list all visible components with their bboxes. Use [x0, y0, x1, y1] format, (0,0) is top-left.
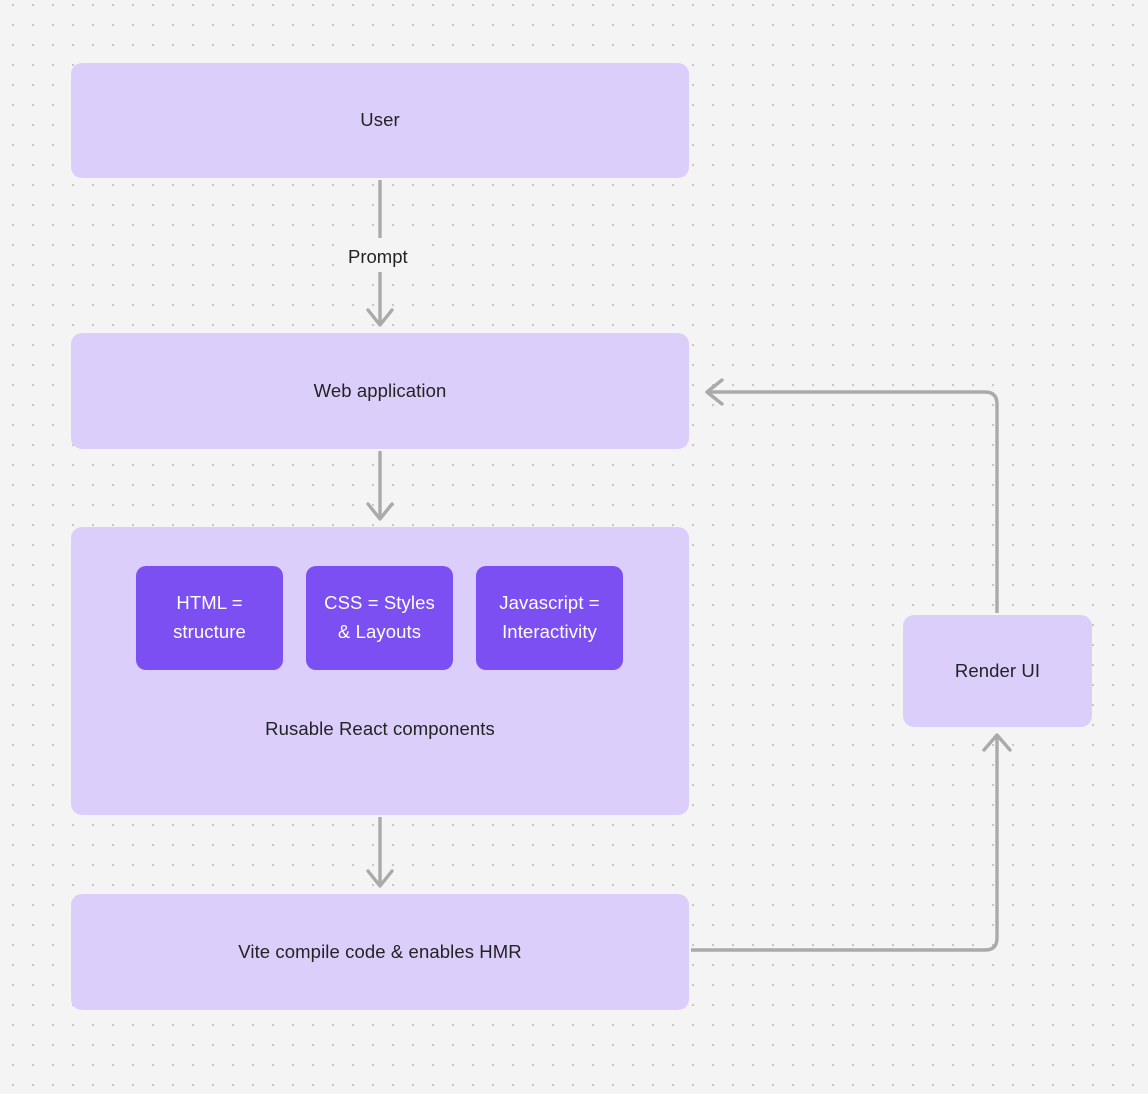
- edge-render-to-webapp: [705, 378, 999, 613]
- node-web-application-label: Web application: [313, 379, 447, 401]
- node-user[interactable]: User: [71, 63, 689, 178]
- chip-css-line1: CSS = Styles: [324, 592, 435, 614]
- chip-javascript-text: Javascript = Interactivity: [499, 589, 599, 646]
- chip-javascript-line2: Interactivity: [502, 621, 597, 642]
- chip-html-line1: HTML =: [176, 592, 243, 614]
- edge-webapp-to-components: [366, 451, 394, 521]
- chip-html-line2: structure: [173, 621, 246, 642]
- edge-vite-to-render: [691, 733, 1012, 952]
- chip-html[interactable]: HTML = structure: [136, 566, 283, 670]
- chip-javascript-line1: Javascript =: [499, 592, 600, 614]
- chip-row: HTML = structure CSS = Styles & Layouts …: [136, 566, 624, 670]
- node-web-application[interactable]: Web application: [71, 333, 689, 449]
- edge-label-prompt: Prompt: [341, 244, 415, 270]
- chip-css-line2: & Layouts: [337, 621, 422, 642]
- edge-components-to-vite: [366, 817, 394, 888]
- chip-css[interactable]: CSS = Styles & Layouts: [306, 566, 453, 670]
- node-render-ui[interactable]: Render UI: [903, 615, 1092, 727]
- chip-css-text: CSS = Styles & Layouts: [324, 589, 435, 646]
- chip-html-text: HTML = structure: [173, 589, 246, 646]
- chip-javascript[interactable]: Javascript = Interactivity: [476, 566, 623, 670]
- node-vite[interactable]: Vite compile code & enables HMR: [71, 894, 689, 1010]
- node-vite-label: Vite compile code & enables HMR: [238, 940, 522, 962]
- node-reusable-react-components[interactable]: HTML = structure CSS = Styles & Layouts …: [71, 527, 689, 815]
- node-render-ui-label: Render UI: [954, 659, 1041, 681]
- components-caption: Rusable React components: [265, 718, 495, 739]
- node-user-label: User: [360, 109, 400, 131]
